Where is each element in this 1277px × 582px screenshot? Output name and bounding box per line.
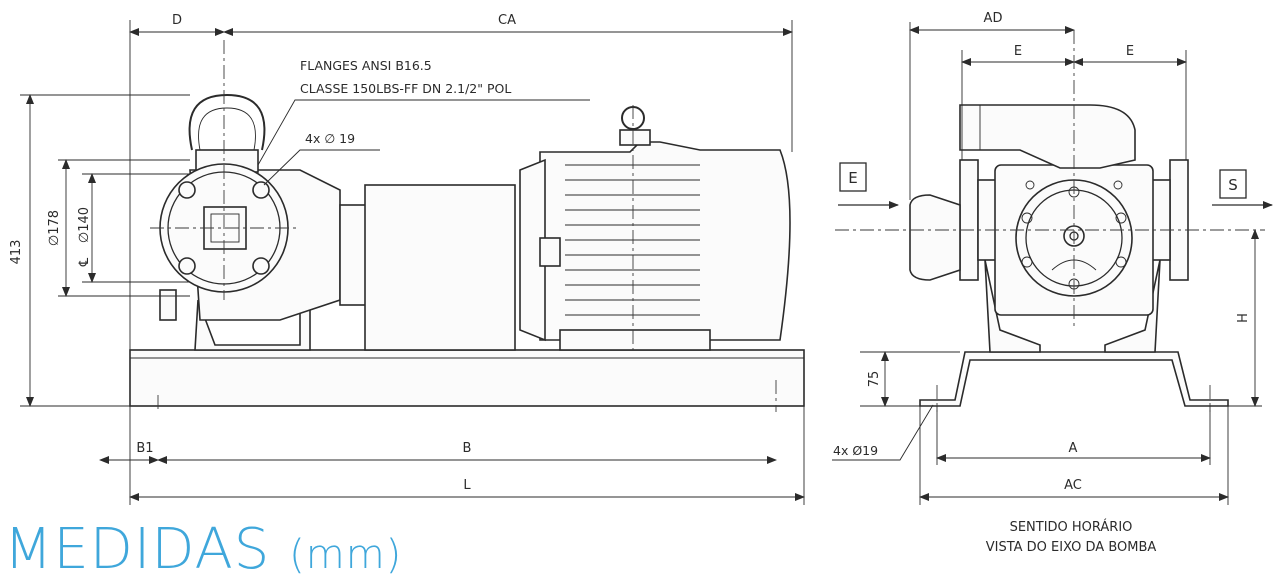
flange-note-1: FLANGES ANSI B16.5 [300,58,432,73]
flange-note-2: CLASSE 150LBS-FF DN 2.1/2" POL [300,81,511,96]
label-E-left: E [1014,44,1022,59]
label-413: 413 [9,240,24,265]
label-dia178: ∅178 [47,210,62,246]
label-L: L [463,478,471,493]
coupling-guard [364,184,516,351]
label-D: D [172,13,182,28]
base-holes-leader [832,404,934,461]
label-AC: AC [1064,478,1082,493]
label-E-right: E [1126,44,1134,59]
technical-drawing: D CA FLANGES ANSI B16.5 CLASSE 150LBS-FF… [9,11,1273,505]
base-holes-note: 4x Ø19 [833,443,878,458]
title-main: MEDIDAS [4,517,271,582]
label-H: H [1236,313,1251,323]
inlet-box [839,162,867,192]
flange-note-leader [257,99,590,166]
caption-line-1: SENTIDO HORÁRIO [1009,520,1133,535]
label-dia140: ∅140 [77,207,92,243]
page-title: MEDIDAS (mm) [4,522,402,578]
label-AD: AD [984,11,1003,26]
label-CA: CA [498,13,516,28]
outlet-box [1219,169,1247,199]
caption-line-2: VISTA DO EIXO DA BOMBA [985,540,1157,555]
label-75: 75 [867,371,882,388]
bolt-note-leader [263,149,380,186]
label-A: A [1069,441,1078,456]
label-outlet: S [1228,176,1238,194]
label-B1: B1 [136,441,153,456]
label-B: B [463,441,472,456]
title-unit: (mm) [289,532,403,578]
label-centerline: ℄ [77,257,92,267]
side-view: D CA FLANGES ANSI B16.5 CLASSE 150LBS-FF… [9,13,805,505]
base-plate [129,349,805,407]
front-view: AD E E E S H 75 4x Ø19 A AC [832,11,1273,505]
motor [519,105,791,351]
bolt-holes-note: 4x ∅ 19 [305,131,355,146]
label-inlet: E [848,169,857,187]
